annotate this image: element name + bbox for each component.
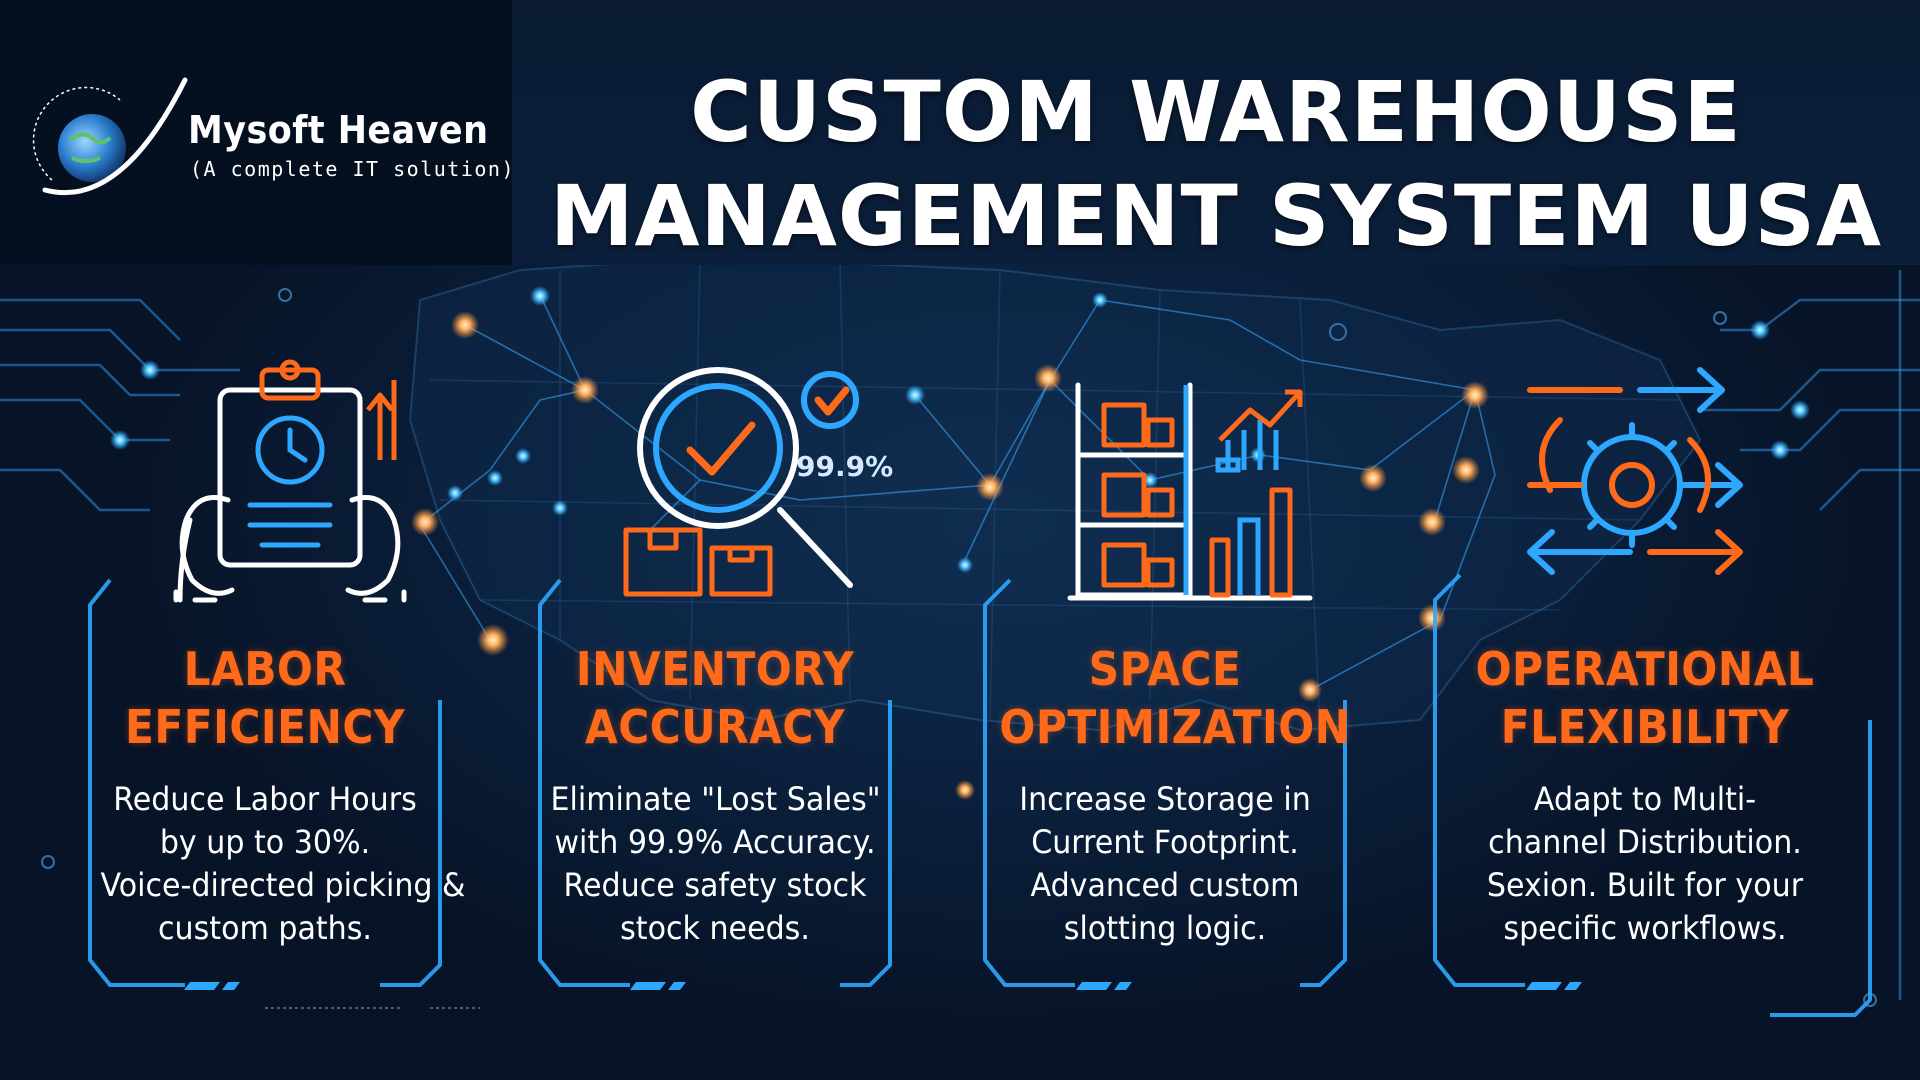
brand-tagline: (A complete IT solution) — [190, 157, 515, 181]
brand-logo-globe-icon — [32, 77, 188, 196]
card-body-line: Voice-directed picking & — [100, 866, 466, 904]
page-title: CUSTOM WAREHOUSE MANAGEMENT SYSTEM USA — [512, 60, 1920, 268]
title-line-2: MANAGEMENT SYSTEM USA — [549, 167, 1883, 265]
card-body-line: Reduce safety stock — [563, 866, 867, 904]
card-heading-line: LABOR — [183, 642, 347, 696]
card-body-inventory: Eliminate "Lost Sales" with 99.9% Accura… — [550, 778, 881, 950]
card-heading-space: SPACE OPTIMIZATION — [999, 640, 1351, 756]
card-body-line: with 99.9% Accuracy. — [554, 823, 876, 861]
card-heading-line: INVENTORY — [575, 642, 855, 696]
card-body-line: Reduce Labor Hours — [113, 780, 417, 818]
card-body-line: stock needs. — [620, 909, 810, 947]
card-heading-line: FLEXIBILITY — [1500, 700, 1790, 754]
card-body-line: Adapt to Multi- — [1533, 780, 1757, 818]
card-body-space: Increase Storage in Current Footprint. A… — [996, 778, 1334, 950]
card-body-line: by up to 30%. — [159, 823, 371, 861]
title-band — [512, 0, 1920, 265]
card-heading-labor: LABOR EFFICIENCY — [104, 640, 426, 756]
card-frame-inventory — [538, 578, 630, 987]
card-body-line: Current Footprint. — [1031, 823, 1299, 861]
card-body-line: Sexion. Built for your — [1486, 866, 1804, 904]
card-body-line: custom paths. — [158, 909, 372, 947]
card-heading-inventory: INVENTORY ACCURACY — [554, 640, 876, 756]
card-heading-line: OPTIMIZATION — [999, 700, 1351, 754]
card-heading-flexibility: OPERATIONAL FLEXIBILITY — [1447, 640, 1843, 756]
card-body-line: Eliminate "Lost Sales" — [550, 780, 881, 818]
accuracy-badge: 99.9% — [796, 450, 894, 483]
card-body-flexibility: Adapt to Multi- channel Distribution. Se… — [1443, 778, 1847, 950]
card-heading-line: ACCURACY — [585, 700, 845, 754]
card-body-labor: Reduce Labor Hours by up to 30%. Voice-d… — [100, 778, 466, 950]
card-heading-line: SPACE — [1088, 642, 1242, 696]
card-body-line: channel Distribution. — [1488, 823, 1802, 861]
card-frame-labor — [88, 578, 185, 987]
card-frame-flexibility — [1433, 573, 1525, 987]
card-body-line: slotting logic. — [1063, 909, 1267, 947]
card-body-line: Advanced custom — [1030, 866, 1300, 904]
card-frame-space — [983, 578, 1075, 987]
title-line-1: CUSTOM WAREHOUSE — [690, 63, 1742, 161]
card-heading-line: EFFICIENCY — [125, 700, 405, 754]
card-body-line: specific workflows. — [1503, 909, 1787, 947]
card-heading-line: OPERATIONAL — [1475, 642, 1815, 696]
brand-name: Mysoft Heaven — [188, 108, 489, 152]
card-body-line: Increase Storage in — [1019, 780, 1311, 818]
